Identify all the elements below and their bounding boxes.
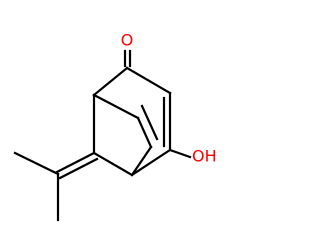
exocyclic-double-bond — [55, 151, 99, 180]
bond-c5-c6 — [92, 151, 134, 177]
bond-c4-c5 — [130, 148, 172, 177]
hydroxyl-label: OH — [192, 147, 217, 166]
bridge-double-bond — [136, 104, 159, 149]
structure-diagram: O OH — [13, 31, 217, 222]
bond-c1-c3 — [125, 66, 172, 95]
bond-c8-c5 — [130, 145, 153, 177]
bond-c4-oh — [168, 148, 192, 159]
carbonyl-double-bond — [123, 49, 132, 68]
ring-double-bond — [162, 91, 172, 152]
oxygen-label: O — [121, 31, 134, 50]
methyl-bond-upper — [13, 151, 60, 176]
bond-c2-c7 — [92, 93, 140, 120]
bond-c1-c2 — [92, 66, 129, 97]
